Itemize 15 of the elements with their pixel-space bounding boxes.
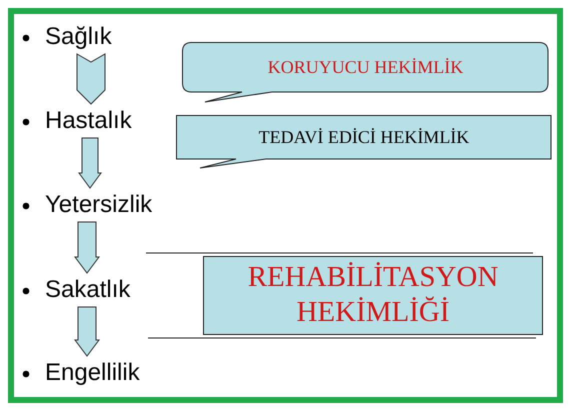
stage-text: Sağlık xyxy=(45,22,112,52)
speech-callout xyxy=(176,115,552,169)
text-panel xyxy=(203,256,543,335)
callout-text: KORUYUCU HEKİMLİK xyxy=(266,56,464,79)
stage-text: Sakatlık xyxy=(45,275,130,305)
block-arrow xyxy=(74,306,100,357)
block-arrow xyxy=(76,53,106,105)
stage-text: Hastalık xyxy=(45,106,132,136)
speech-callout xyxy=(182,42,549,103)
stage-text: Engellilik xyxy=(45,358,140,388)
callout-text: REHABİLİTASYON HEKİMLİĞİ xyxy=(246,260,500,330)
block-arrow xyxy=(74,222,100,274)
stage-text: Yetersizlik xyxy=(45,190,152,220)
block-arrow xyxy=(78,138,102,189)
callout-text: TEDAVİ EDİCİ HEKİMLİK xyxy=(258,126,470,149)
